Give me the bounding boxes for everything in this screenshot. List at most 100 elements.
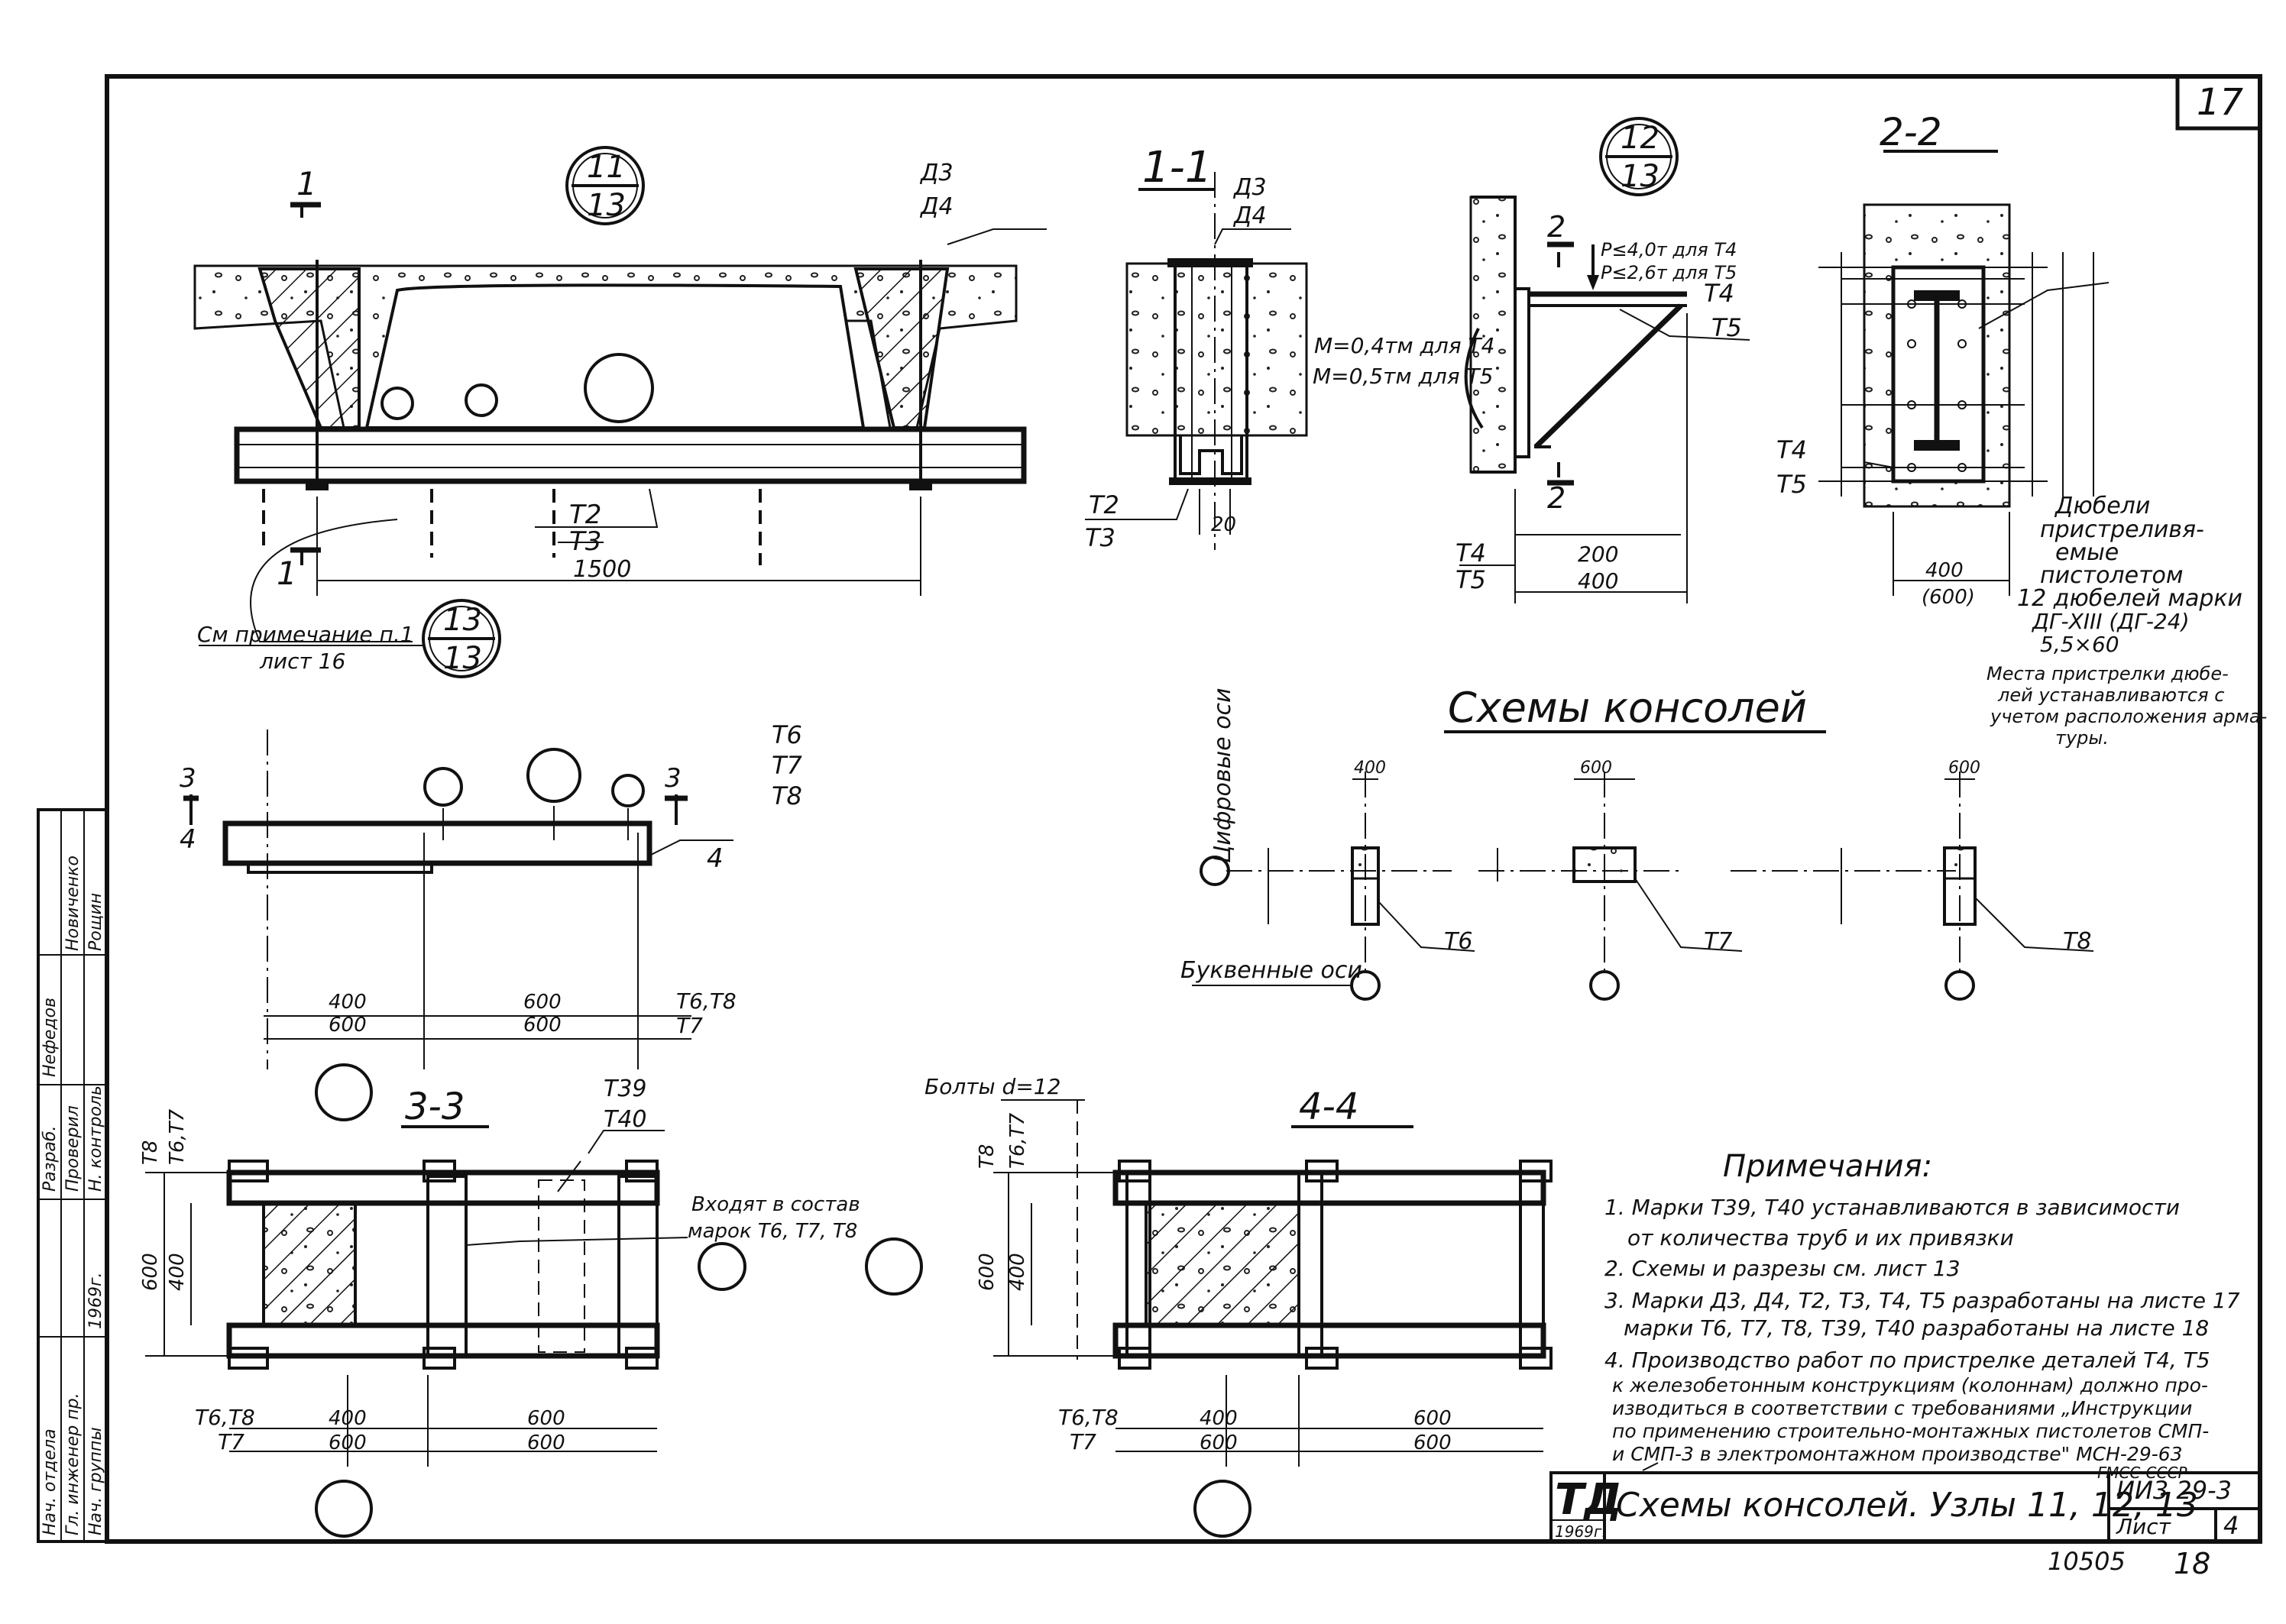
cut-1-bottom: 1 bbox=[277, 555, 297, 592]
dim-400-a: 400 bbox=[1578, 568, 1618, 594]
sheet-title: Схемы консолей. Узлы 11, 12, 13 bbox=[1616, 1486, 2198, 1525]
letter-axes-label: Буквенные оси bbox=[1180, 957, 1362, 984]
cut-4-left: 4 bbox=[180, 824, 196, 855]
dowels-note-1: Места пристрелки дюбе- bbox=[1986, 663, 2229, 684]
node-13-top: 13 bbox=[443, 603, 482, 638]
cut-4-right: 4 bbox=[707, 843, 724, 874]
dim-600-l: 600 bbox=[1413, 1407, 1452, 1430]
mark-t3-b: Т3 bbox=[1085, 523, 1115, 552]
dim-600-d: 600 bbox=[329, 1014, 367, 1037]
note-4f: ГМСС-СССР bbox=[2097, 1464, 2187, 1482]
mark-t5-a: Т5 bbox=[1711, 313, 1742, 342]
schemes-title: Схемы консолей bbox=[1448, 684, 1807, 732]
note-2: 2. Схемы и разрезы см. лист 13 bbox=[1604, 1256, 1961, 1281]
title-td: ТД bbox=[1555, 1475, 1622, 1525]
note-4a: 4. Производство работ по пристрелке дета… bbox=[1604, 1347, 2210, 1373]
stamp-s2: Новиченко bbox=[63, 856, 83, 951]
note-4b: к железобетонным конструкциям (колоннам)… bbox=[1612, 1374, 2208, 1396]
sheet-series: ИИ3 29-3 bbox=[2116, 1476, 2232, 1505]
stamp-r3: Нач. группы bbox=[86, 1427, 105, 1535]
node-11-bottom: 13 bbox=[587, 188, 626, 223]
bottom-number: 18 bbox=[2174, 1547, 2210, 1580]
dim-400-j: 400 bbox=[1006, 1253, 1029, 1291]
included-2: марок Т6, Т7, Т8 bbox=[688, 1220, 857, 1243]
dowels-1: Дюбели bbox=[2054, 493, 2150, 519]
section-4-4-label: 4-4 bbox=[1299, 1085, 1358, 1128]
mark-d3-b: Д3 bbox=[1232, 174, 1267, 201]
note-4c: изводиться в соответствии с требованиями… bbox=[1612, 1397, 2192, 1419]
node-13-bubble bbox=[422, 599, 501, 678]
note-1a: 1. Марки Т39, Т40 устанавливаются в зави… bbox=[1604, 1195, 2180, 1220]
mark-t39-a: Т39 bbox=[604, 1076, 647, 1102]
dim-600-b: (600) bbox=[1922, 586, 1975, 609]
dim-400-b: 400 bbox=[1925, 559, 1964, 582]
title-block bbox=[1549, 1462, 2262, 1543]
mark-t4-c: Т4 bbox=[1776, 435, 1807, 464]
section-2-2-label: 2-2 bbox=[1880, 110, 1942, 154]
digital-axes-label: Цифровые оси bbox=[1209, 687, 1236, 863]
dowels-note-3: учетом расположения арма- bbox=[1990, 706, 2267, 727]
dim-400-g: 400 bbox=[329, 1407, 367, 1430]
section-3-3 bbox=[145, 1125, 923, 1538]
stamp-c1: Разраб. bbox=[40, 1126, 60, 1192]
mark-d3-a: Д3 bbox=[919, 160, 954, 186]
force-t5: P≤2,6т для Т5 bbox=[1601, 262, 1737, 283]
included-1: Входят в состав bbox=[691, 1193, 860, 1216]
node-11-bubble bbox=[565, 146, 645, 225]
note-3a: 3. Марки Д3, Д4, Т2, Т3, Т4, Т5 разработ… bbox=[1604, 1288, 2240, 1313]
cut-1-top: 1 bbox=[296, 165, 317, 202]
mark-t6t8-c: Т6,Т8 bbox=[1058, 1405, 1119, 1430]
mark-d4-b: Д4 bbox=[1232, 202, 1267, 229]
node-11-top: 11 bbox=[587, 150, 626, 185]
mark-t2-a: Т2 bbox=[569, 500, 601, 530]
stamp-d1: 1969г. bbox=[86, 1272, 105, 1329]
node-13-bottom: 13 bbox=[443, 641, 482, 676]
dim-400-c: 400 bbox=[329, 991, 367, 1014]
dowels-2: пристреливя- bbox=[2040, 516, 2204, 543]
sheet-num: 4 bbox=[2223, 1511, 2239, 1540]
console-schemes bbox=[1192, 730, 2094, 1001]
dim-1500: 1500 bbox=[573, 556, 631, 583]
dim-600-f: 600 bbox=[139, 1253, 162, 1291]
mark-t6-a: Т6 bbox=[772, 720, 802, 749]
cut-3-left: 3 bbox=[180, 763, 196, 794]
mark-t8-b: Т8 bbox=[139, 1140, 162, 1165]
stamp-s1: Нефедов bbox=[40, 998, 60, 1077]
cut-2-top: 2 bbox=[1547, 210, 1566, 244]
mark-t7-d: Т7 bbox=[1070, 1429, 1096, 1454]
notes-title: Примечания: bbox=[1723, 1149, 1932, 1184]
dim-20: 20 bbox=[1211, 513, 1236, 536]
scheme-dim-600a: 600 bbox=[1580, 759, 1612, 778]
mark-t6t7-a: Т6,Т7 bbox=[166, 1108, 189, 1165]
mark-t6t8-b: Т6,Т8 bbox=[195, 1405, 255, 1430]
node-12-bubble bbox=[1599, 117, 1679, 196]
dim-600-i: 600 bbox=[527, 1432, 565, 1454]
section-4-4 bbox=[993, 1099, 1553, 1538]
mark-t8-a: Т8 bbox=[772, 781, 802, 810]
note-1b: от количества труб и их привязки bbox=[1627, 1225, 2014, 1250]
dowels-6: ДГ-XIII (ДГ-24) bbox=[2031, 609, 2190, 634]
dim-600-j: 600 bbox=[976, 1253, 999, 1291]
scheme-mark-t7: Т7 bbox=[1704, 928, 1732, 955]
title-year: 1969г. bbox=[1555, 1522, 1607, 1541]
page-number-box bbox=[2175, 74, 2262, 131]
stamp-r2: Гл. инженер пр. bbox=[63, 1393, 83, 1535]
moment-t4: М=0,4тм для Т4 bbox=[1314, 333, 1494, 358]
mark-t4-b: Т4 bbox=[1455, 539, 1486, 568]
dowels-note-4: туры. bbox=[2055, 727, 2109, 749]
stamp-s3: Рощин bbox=[86, 893, 105, 951]
moment-t5: М=0,5тм для Т5 bbox=[1313, 364, 1493, 389]
dim-600-g: 600 bbox=[329, 1432, 367, 1454]
scheme-mark-t8: Т8 bbox=[2063, 928, 2091, 955]
force-t4: P≤4,0т для Т4 bbox=[1601, 239, 1737, 260]
dowels-3: емые bbox=[2055, 539, 2119, 566]
dowels-5: 12 дюбелей марки bbox=[2017, 585, 2242, 612]
note-3b: марки Т6, Т7, Т8, Т39, Т40 разработаны н… bbox=[1624, 1315, 2209, 1341]
node-12-bracket bbox=[1459, 196, 1750, 603]
mark-d4-a: Д4 bbox=[919, 193, 954, 220]
left-stamp bbox=[37, 808, 108, 1543]
note-4d: по применению строительно-монтажных пист… bbox=[1612, 1420, 2209, 1442]
dim-600-h: 600 bbox=[527, 1407, 565, 1430]
mark-t7-c: Т7 bbox=[218, 1429, 244, 1454]
note-4e: и СМП-3 в электромонтажном производстве"… bbox=[1612, 1443, 2183, 1465]
